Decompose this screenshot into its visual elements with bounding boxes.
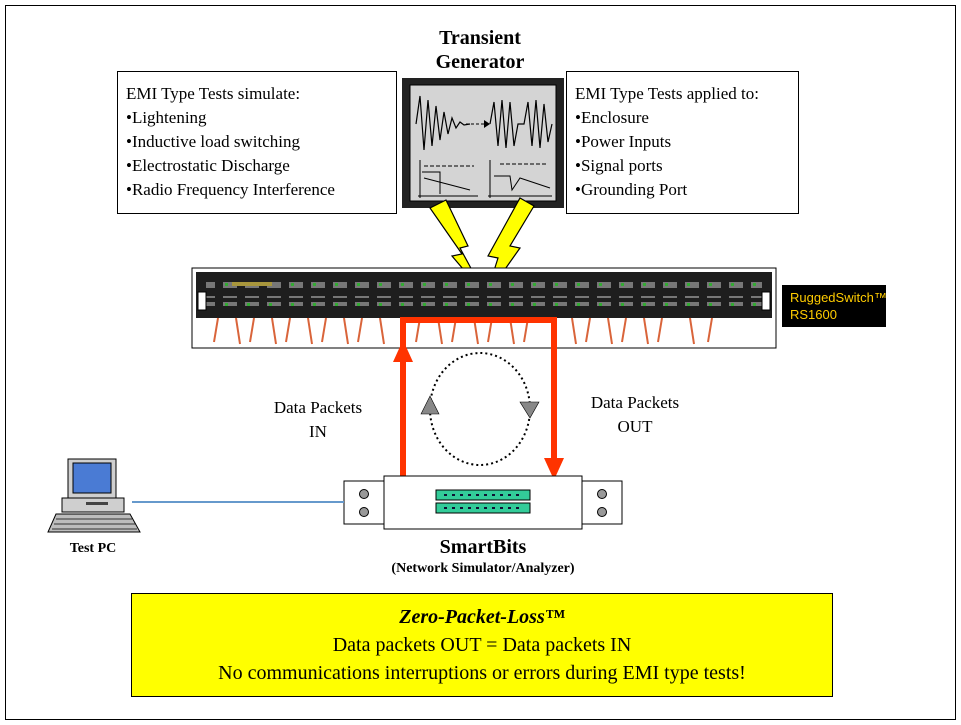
emi-simulate-item: •Lightening xyxy=(126,108,207,127)
ruggedswitch-label: RuggedSwitch™ RS1600 xyxy=(782,285,887,327)
emi-applied-heading: EMI Type Tests applied to: xyxy=(575,84,759,103)
ruggedswitch-model: RS1600 xyxy=(790,307,837,322)
conclusion-line1: Data packets OUT = Data packets IN xyxy=(332,634,632,656)
emi-applied-item: •Grounding Port xyxy=(575,180,688,199)
generator-title-line2: Generator xyxy=(435,51,525,73)
packets-out-line1: Data Packets xyxy=(590,393,680,412)
conclusion-title: Zero-Packet-Loss™ xyxy=(399,606,565,628)
conclusion-box: Zero-Packet-Loss™ Data packets OUT = Dat… xyxy=(131,593,833,697)
emi-applied-item: •Power Inputs xyxy=(575,132,672,151)
packets-out-label: Data Packets OUT xyxy=(575,391,695,439)
emi-applied-item: •Signal ports xyxy=(575,156,663,175)
arrow-down-icon xyxy=(544,458,564,480)
loop-cycle-icon xyxy=(420,352,540,466)
transient-generator-device xyxy=(402,78,564,208)
diagram-frame xyxy=(5,5,956,720)
emi-simulate-item: •Electrostatic Discharge xyxy=(126,156,290,175)
test-pc-label: Test PC xyxy=(69,541,117,556)
smartbits-device xyxy=(343,475,623,530)
emi-simulate-item: •Inductive load switching xyxy=(126,132,301,151)
generator-title: Transient Generator xyxy=(400,26,560,74)
conclusion-line2: No communications interruptions or error… xyxy=(218,662,746,684)
emi-simulate-item: •Radio Frequency Interference xyxy=(126,180,335,199)
arrow-up-icon xyxy=(393,340,413,362)
emi-simulate-heading: EMI Type Tests simulate: xyxy=(126,84,301,103)
ruggedswitch-name: RuggedSwitch™ xyxy=(790,290,887,305)
packets-in-line2: IN xyxy=(309,422,327,441)
emi-applied-item: •Enclosure xyxy=(575,108,649,127)
packets-in-label: Data Packets IN xyxy=(258,396,378,444)
ruggedswitch-device xyxy=(191,267,777,349)
emi-applied-box: EMI Type Tests applied to: •Enclosure •P… xyxy=(566,71,799,214)
computer-icon xyxy=(47,458,141,533)
smartbits-subtitle: (Network Simulator/Analyzer) xyxy=(391,561,575,576)
packets-out-line2: OUT xyxy=(617,417,653,436)
smartbits-title: SmartBits xyxy=(439,536,527,558)
emi-simulate-box: EMI Type Tests simulate: •Lightening •In… xyxy=(117,71,397,214)
generator-title-line1: Transient xyxy=(439,27,521,49)
data-path xyxy=(393,317,564,480)
packets-in-line1: Data Packets xyxy=(273,398,363,417)
